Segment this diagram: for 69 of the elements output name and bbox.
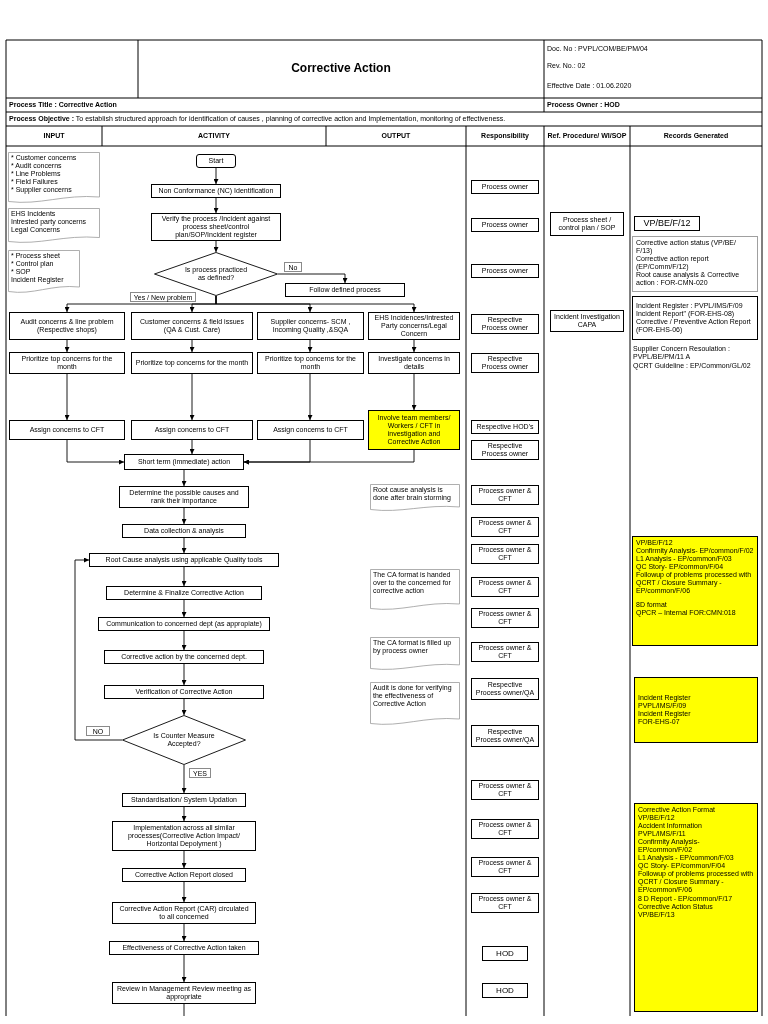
process-box [122,868,246,882]
responsibility-box [471,420,539,434]
document-shape [8,152,100,204]
process-box [119,486,249,508]
process-box [151,213,281,241]
responsibility-box [471,314,539,334]
responsibility-box [471,577,539,597]
connector-line [183,1003,185,1017]
responsibility-box [471,642,539,662]
highlighted-process-box [368,410,460,450]
process-box [368,312,460,340]
highlighted-record-box [634,803,758,1012]
process-box [131,352,253,374]
highlighted-record-box [634,677,758,743]
responsibility-text: HOD [496,985,514,996]
responsibility-box [471,780,539,800]
reference-box [550,212,624,236]
responsibility-box [471,517,539,537]
note-document [370,682,460,726]
responsibility-box [471,893,539,913]
process-box [131,312,253,340]
process-box [9,420,125,440]
process-box [257,420,364,440]
responsibility-box [482,983,528,998]
responsibility-box [471,353,539,373]
highlighted-record-box [632,536,758,646]
process-box [151,184,281,198]
note-document [370,569,460,611]
responsibility-box [471,608,539,628]
record-box [634,216,700,231]
decision-diamond [154,252,278,296]
document-shape [8,208,100,244]
responsibility-box [471,485,539,505]
record-box [632,296,758,340]
responsibility-text: HOD [496,948,514,959]
responsibility-box [471,857,539,877]
process-box [124,454,244,470]
responsibility-box [482,946,528,961]
process-box [122,524,246,538]
process-box [9,352,125,374]
responsibility-box [471,180,539,194]
process-box [257,312,364,340]
document-title: Corrective Action [291,62,391,76]
process-box [89,553,279,567]
process-box [104,685,264,699]
process-box [112,821,256,851]
decision-diamond [122,715,246,765]
process-box [9,312,125,340]
process-box [368,352,460,374]
process-box [106,586,262,600]
responsibility-box [471,218,539,232]
process-box [122,793,246,807]
process-box [104,650,264,664]
process-box [98,617,270,631]
process-box [112,902,256,924]
responsibility-box [471,544,539,564]
document-shape [8,250,80,294]
note-document [370,637,460,671]
start-terminator [196,154,236,168]
record-text: VP/BE/F/12 [643,218,691,229]
process-box [257,352,364,374]
process-box [285,283,405,297]
process-box [109,941,259,955]
note-document [370,484,460,512]
responsibility-box [471,264,539,278]
responsibility-box [471,440,539,460]
record-box [632,236,758,292]
responsibility-box [471,819,539,839]
process-box [131,420,253,440]
